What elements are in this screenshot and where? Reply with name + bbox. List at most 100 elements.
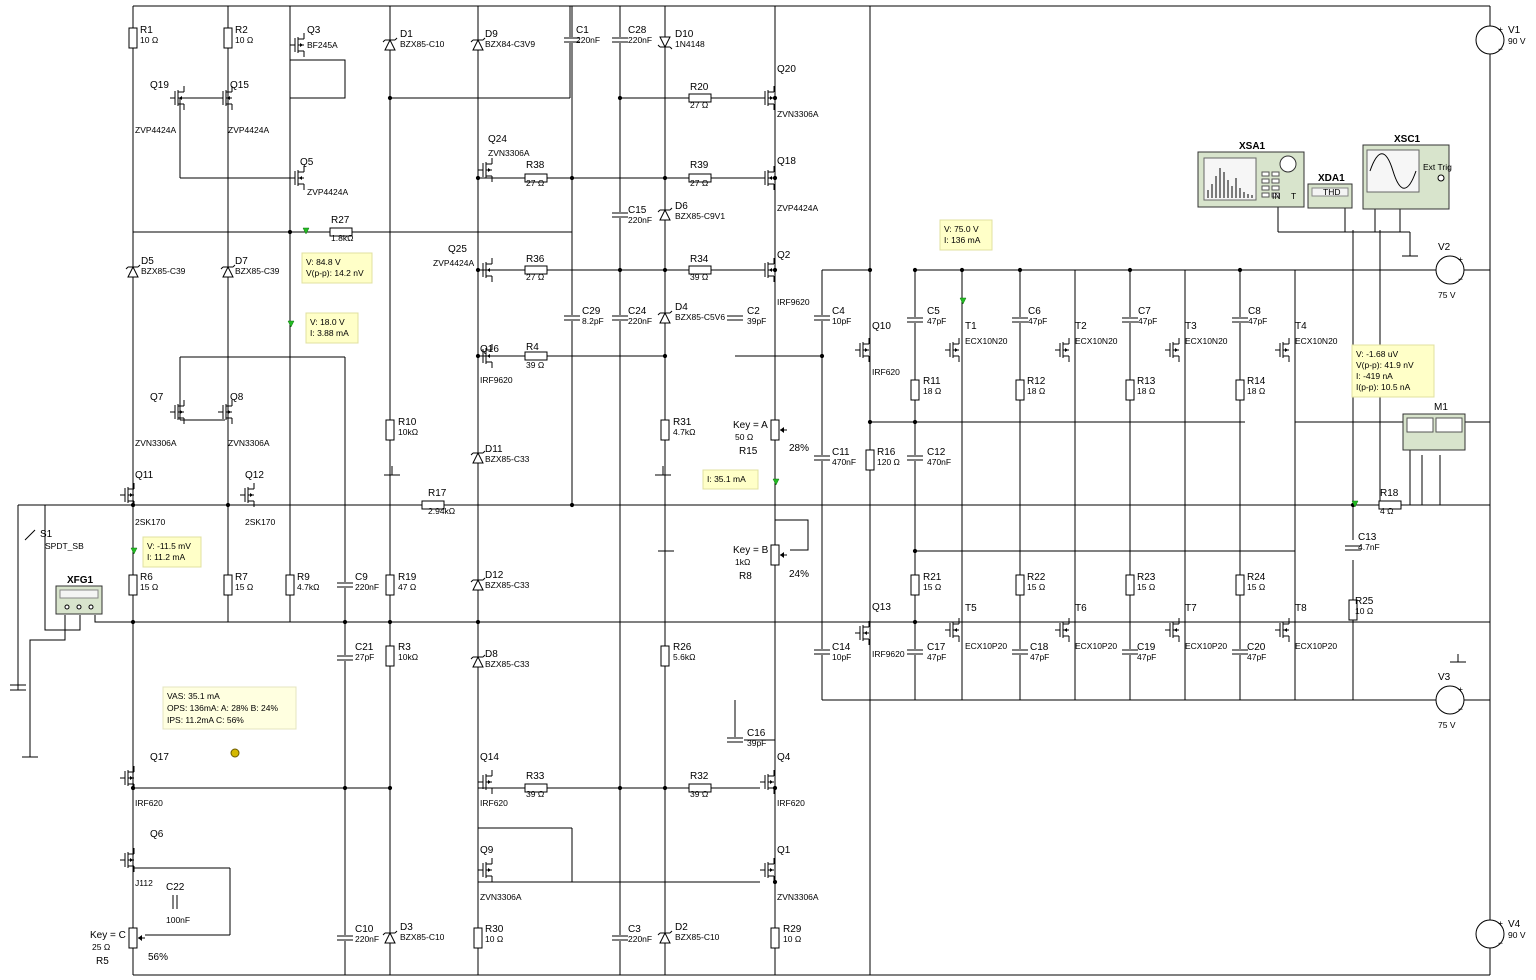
value-r31: 4.7kΩ (673, 427, 695, 437)
value-q17: IRF620 (135, 798, 163, 808)
probe-4-arrow (1351, 500, 1359, 508)
value-q24: ZVN3306A (488, 148, 530, 158)
value-t2: ECX10N20 (1075, 336, 1118, 346)
capacitor-c4 (813, 315, 831, 321)
ref-r14: R14 (1247, 376, 1266, 387)
ref-q1: Q1 (777, 845, 791, 856)
value-r12: 18 Ω (1027, 386, 1045, 396)
ref-r12: R12 (1027, 376, 1046, 387)
capacitor-c16 (726, 737, 744, 743)
capacitor-c28 (611, 37, 629, 43)
probe-6[interactable]: V: -11.5 mVI: 11.2 mA (130, 536, 202, 568)
capacitor-c2 (726, 315, 744, 321)
transistor-q7 (170, 400, 185, 424)
value-r9: 4.7kΩ (297, 582, 319, 592)
probe-6-line: V: -11.5 mV (147, 541, 191, 551)
value-c11: 470nF (832, 457, 856, 467)
transistor-q25 (478, 258, 493, 282)
thd-label: THD (1323, 187, 1340, 197)
capacitor-c19 (1121, 649, 1139, 655)
ref-r23: R23 (1137, 572, 1156, 583)
value-r14: 18 Ω (1247, 386, 1265, 396)
note-line: IPS: 11.2mA C: 56% (167, 715, 244, 725)
capacitor-c29 (563, 315, 581, 321)
value-q8: ZVN3306A (228, 438, 270, 448)
probe-3[interactable]: V: 75.0 VI: 136 mA (939, 219, 993, 305)
value-r34: 39 Ω (690, 272, 708, 282)
probe-4[interactable]: V: -1.68 uVV(p-p): 41.9 nVI: -419 nAI(p-… (1351, 344, 1435, 508)
pot-value-r8: 1kΩ (735, 557, 750, 567)
ref-r34: R34 (690, 254, 709, 265)
ref-q13: Q13 (872, 602, 891, 613)
value-r18: 4 Ω (1380, 506, 1393, 516)
ref-c18: C18 (1030, 642, 1049, 653)
probe-5-arrow (772, 478, 780, 486)
ref-c13: C13 (1358, 532, 1377, 543)
resistor-r21 (910, 574, 920, 596)
resistor-r24 (1235, 574, 1245, 596)
value-q3: BF245A (307, 40, 338, 50)
potentiometer-r8[interactable] (770, 544, 787, 566)
probe-1-arrow (302, 227, 310, 235)
transistor-t2 (1055, 338, 1070, 362)
ref-c14: C14 (832, 642, 851, 653)
ref-c11: C11 (832, 447, 850, 458)
probe-1[interactable]: V: 84.8 VV(p-p): 14.2 nV (301, 227, 373, 284)
ref-q15: Q15 (230, 80, 249, 91)
transistor-q8 (218, 400, 233, 424)
value-q7: ZVN3306A (135, 438, 177, 448)
value-r7: 15 Ω (235, 582, 253, 592)
value-s1: SPDT_SB (45, 541, 84, 551)
probe-3-arrow (959, 297, 967, 305)
transistor-q14 (478, 770, 493, 794)
value-q16: IRF9620 (480, 375, 513, 385)
ref-r32: R32 (690, 771, 709, 782)
probe-2-arrow (287, 320, 295, 328)
probe-2[interactable]: V: 18.0 VI: 3.88 mA (287, 312, 359, 344)
transistor-q3 (290, 33, 305, 57)
ref-r18: R18 (1380, 488, 1399, 499)
ref-c19: C19 (1137, 642, 1156, 653)
ref-c9: C9 (355, 572, 368, 583)
value-c15: 220nF (628, 215, 652, 225)
probe-5[interactable]: I: 35.1 mA (702, 469, 780, 490)
value-t6: ECX10P20 (1075, 641, 1117, 651)
ref-r26: R26 (673, 642, 692, 653)
value-q5: ZVP4424A (307, 187, 348, 197)
note-pin-icon[interactable] (230, 748, 240, 758)
potentiometer-r5[interactable] (128, 927, 145, 949)
resistor-r7 (223, 574, 233, 596)
ref-q2: Q2 (777, 250, 791, 261)
value-t7: ECX10P20 (1185, 641, 1227, 651)
transistor-q16 (478, 344, 493, 368)
xsa-t-label: T (1291, 191, 1296, 201)
function-generator[interactable]: XFG1 (55, 575, 103, 615)
probe-4-line: V: -1.68 uV (1356, 349, 1399, 359)
ref-c12: C12 (927, 447, 946, 458)
ref-r31: R31 (673, 417, 692, 428)
potentiometer-r15[interactable] (770, 419, 787, 441)
probe-6-line: I: 11.2 mA (147, 552, 185, 562)
ref-q18: Q18 (777, 156, 796, 167)
value-r32: 39 Ω (690, 789, 708, 799)
ref-c2: C2 (747, 306, 760, 317)
resistor-r14 (1235, 379, 1245, 401)
value-q6: J112 (135, 878, 153, 888)
ref-q6: Q6 (150, 829, 164, 840)
multimeter-m1[interactable]: M1 (1402, 402, 1466, 451)
value-r33: 39 Ω (526, 789, 544, 799)
capacitor-c12 (906, 455, 924, 461)
value-c10: 220nF (355, 934, 379, 944)
plus-sign: + (1458, 254, 1463, 264)
ref-c24: C24 (628, 306, 647, 317)
value-c17: 47pF (927, 652, 946, 662)
ref-q16: Q16 (480, 344, 499, 355)
transistor-q12 (240, 483, 255, 507)
